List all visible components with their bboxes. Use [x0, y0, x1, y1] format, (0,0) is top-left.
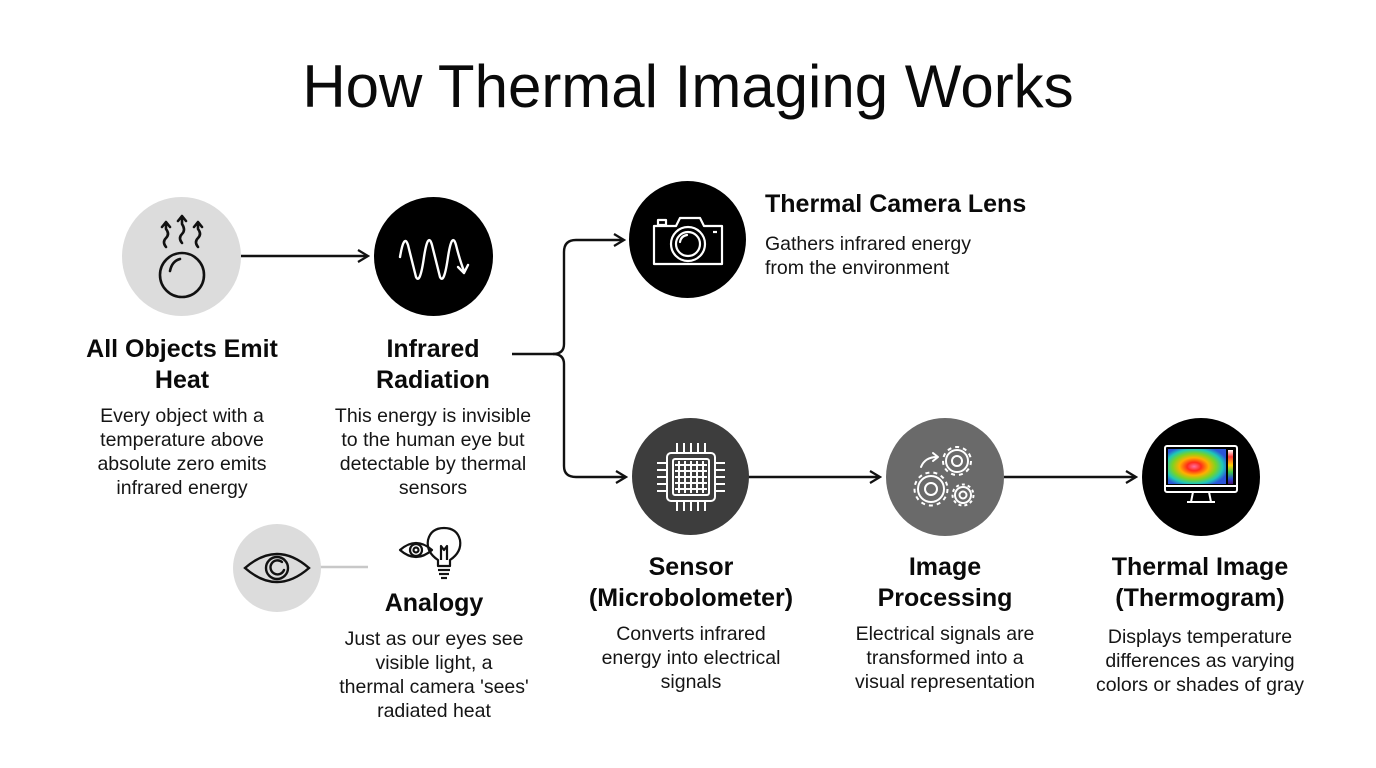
- camera-lens-title: Thermal Camera Lens: [765, 190, 1027, 218]
- sensor-title: Sensor (Microbolometer): [588, 553, 794, 612]
- emit-heat-node: [122, 197, 241, 316]
- microchip-icon: [656, 442, 725, 511]
- eye-icon: [243, 552, 311, 584]
- camera-icon: [652, 216, 723, 265]
- thermogram-description: Displays temperature differences as vary…: [1095, 626, 1305, 696]
- analogy-icon-wrap: [398, 526, 470, 582]
- infrared-wave-icon: [398, 238, 469, 280]
- analogy-title: Analogy: [384, 589, 484, 617]
- image-processing-node: [886, 418, 1004, 536]
- sensor-node: [632, 418, 749, 535]
- thermogram-node: [1142, 418, 1260, 536]
- sensor-description: Converts infrared energy into electrical…: [601, 623, 781, 693]
- heat-emitting-sphere-icon: [158, 214, 205, 298]
- arrow-to-sensor: [552, 352, 626, 477]
- analogy-eye-node: [233, 524, 321, 612]
- gears-icon: [913, 446, 975, 507]
- camera-lens-description: Gathers infrared energy from the environ…: [765, 233, 971, 279]
- image-processing-title: Image Processing: [877, 553, 1013, 612]
- infrared-radiation-node: [374, 197, 493, 316]
- camera-lens-node: [629, 181, 746, 298]
- thermogram-title: Thermal Image (Thermogram): [1111, 553, 1289, 612]
- analogy-description: Just as our eyes see visible light, a th…: [339, 628, 529, 722]
- eye-lightbulb-icon: [398, 526, 462, 580]
- page-title: How Thermal Imaging Works: [302, 53, 1074, 120]
- image-processing-description: Electrical signals are transformed into …: [855, 623, 1035, 693]
- emit-heat-title: All Objects Emit Heat: [86, 335, 278, 394]
- thermal-monitor-icon: [1164, 445, 1238, 503]
- infrared-radiation-description: This energy is invisible to the human ey…: [334, 405, 532, 499]
- emit-heat-description: Every object with a temperature above ab…: [97, 405, 267, 499]
- infrared-radiation-title: Infrared Radiation: [376, 335, 490, 394]
